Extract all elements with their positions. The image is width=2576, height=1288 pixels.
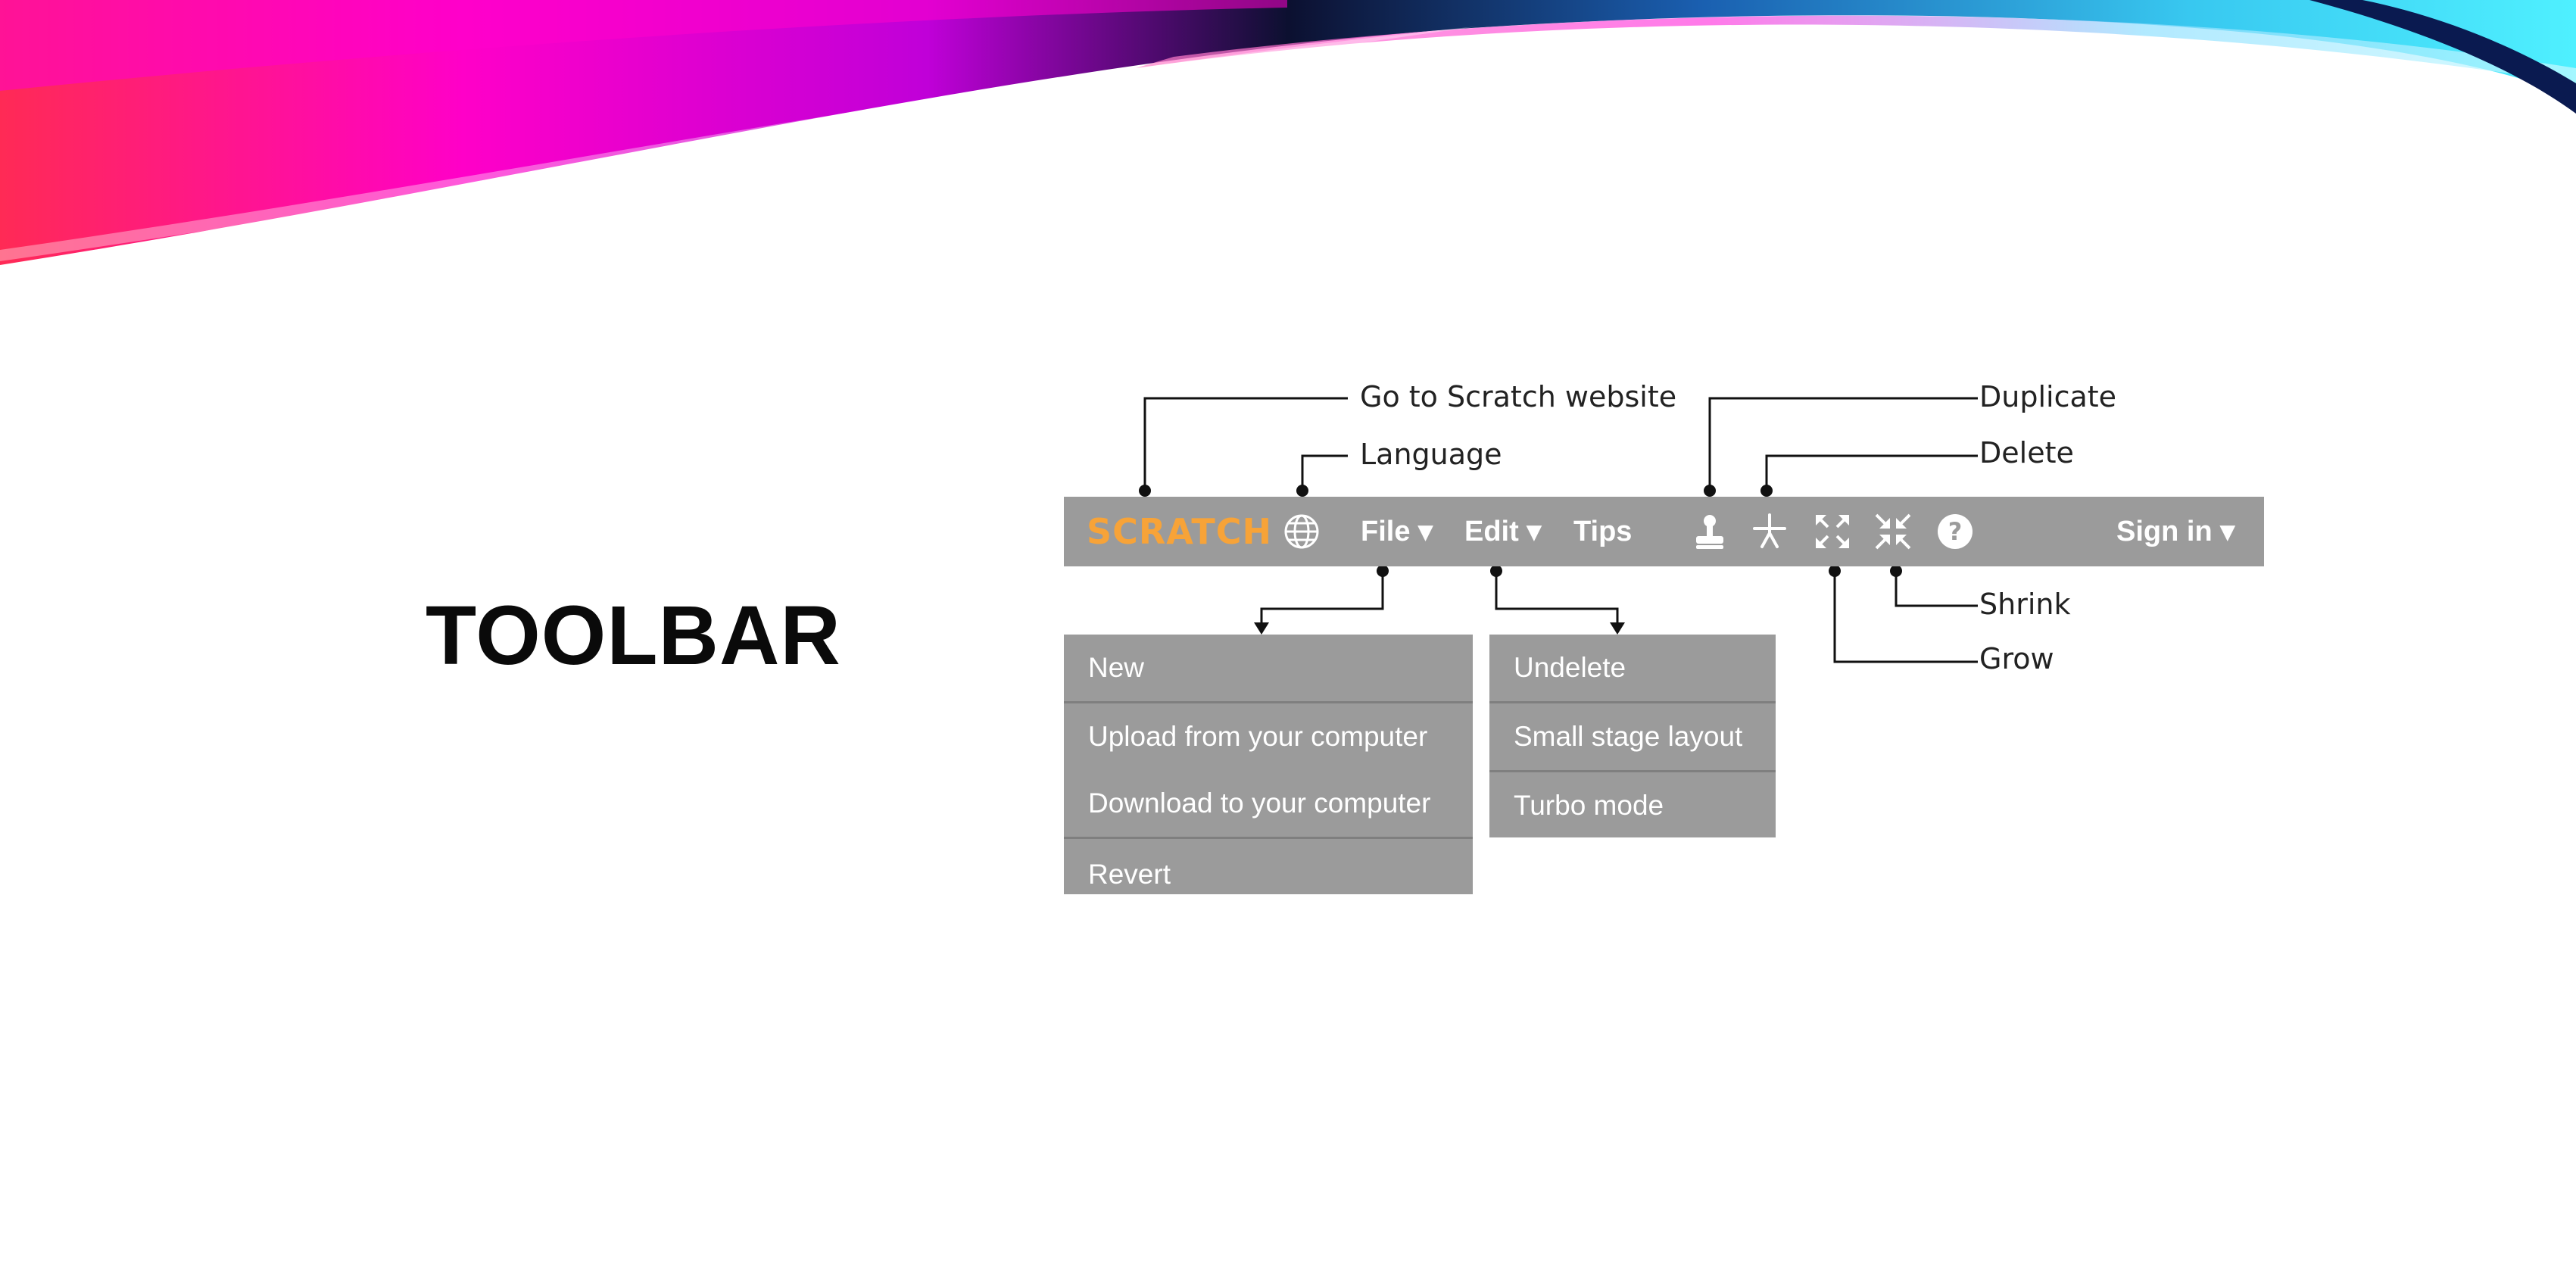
leader-duplicate bbox=[1708, 397, 1978, 491]
menu-divider bbox=[1064, 837, 1473, 839]
file-menu-item-new[interactable]: New bbox=[1088, 652, 1145, 683]
callout-shrink: Shrink bbox=[1979, 588, 2071, 621]
shrink-icon[interactable] bbox=[1873, 512, 1913, 551]
callout-delete: Delete bbox=[1979, 436, 2074, 469]
leader-dot-grow bbox=[1829, 565, 1841, 577]
leader-shrink bbox=[1895, 571, 1978, 607]
edit-menu-item-turbo[interactable]: Turbo mode bbox=[1514, 790, 1664, 821]
file-menu-item-upload[interactable]: Upload from your computer bbox=[1088, 721, 1428, 752]
edit-menu-item-small-stage[interactable]: Small stage layout bbox=[1514, 721, 1743, 752]
leader-dot-file bbox=[1377, 565, 1389, 577]
leader-dot-language bbox=[1296, 485, 1308, 497]
edit-menu-button[interactable]: Edit ▾ bbox=[1464, 516, 1542, 547]
duplicate-icon[interactable] bbox=[1690, 512, 1729, 551]
file-menu-item-download[interactable]: Download to your computer bbox=[1088, 787, 1431, 819]
leader-dot-delete bbox=[1760, 485, 1773, 497]
callout-website: Go to Scratch website bbox=[1360, 380, 1677, 413]
tips-button[interactable]: Tips bbox=[1573, 516, 1633, 547]
menu-divider bbox=[1489, 701, 1776, 703]
help-icon[interactable]: ? bbox=[1935, 512, 1975, 551]
file-menu-button[interactable]: File ▾ bbox=[1361, 516, 1433, 547]
slide-title: TOOLBAR bbox=[426, 589, 841, 682]
svg-text:?: ? bbox=[1948, 517, 1963, 546]
scratch-logo[interactable]: SCRATCH bbox=[1087, 511, 1272, 552]
leader-language bbox=[1301, 454, 1348, 491]
decorative-swoosh-banner bbox=[0, 0, 2576, 265]
leader-grow bbox=[1833, 571, 1978, 663]
menu-divider bbox=[1489, 770, 1776, 772]
leader-dot-edit bbox=[1490, 565, 1502, 577]
leader-dot-website bbox=[1139, 485, 1151, 497]
leader-delete bbox=[1765, 454, 1978, 491]
callout-grow: Grow bbox=[1979, 642, 2054, 675]
leader-dot-shrink bbox=[1890, 565, 1902, 577]
leader-arrow-file bbox=[1254, 622, 1269, 635]
leader-dot-duplicate bbox=[1704, 485, 1716, 497]
file-menu-item-revert[interactable]: Revert bbox=[1088, 859, 1171, 890]
edit-menu-item-undelete[interactable]: Undelete bbox=[1514, 652, 1626, 683]
sign-in-button[interactable]: Sign in ▾ bbox=[2116, 516, 2235, 547]
globe-icon[interactable] bbox=[1282, 512, 1321, 551]
callout-duplicate: Duplicate bbox=[1979, 380, 2117, 413]
leader-edit-menu bbox=[1495, 571, 1619, 628]
menu-divider bbox=[1064, 701, 1473, 703]
scratch-toolbar: SCRATCH File ▾ Edit ▾ Tips bbox=[1064, 497, 2264, 566]
file-dropdown-menu: New Upload from your computer Download t… bbox=[1064, 635, 1473, 894]
leader-file-menu bbox=[1260, 571, 1384, 628]
edit-dropdown-menu: Undelete Small stage layout Turbo mode bbox=[1489, 635, 1776, 837]
leader-website bbox=[1143, 397, 1348, 491]
delete-icon[interactable] bbox=[1750, 512, 1789, 551]
callout-language: Language bbox=[1360, 438, 1502, 471]
grow-icon[interactable] bbox=[1813, 512, 1852, 551]
leader-arrow-edit bbox=[1610, 622, 1625, 635]
